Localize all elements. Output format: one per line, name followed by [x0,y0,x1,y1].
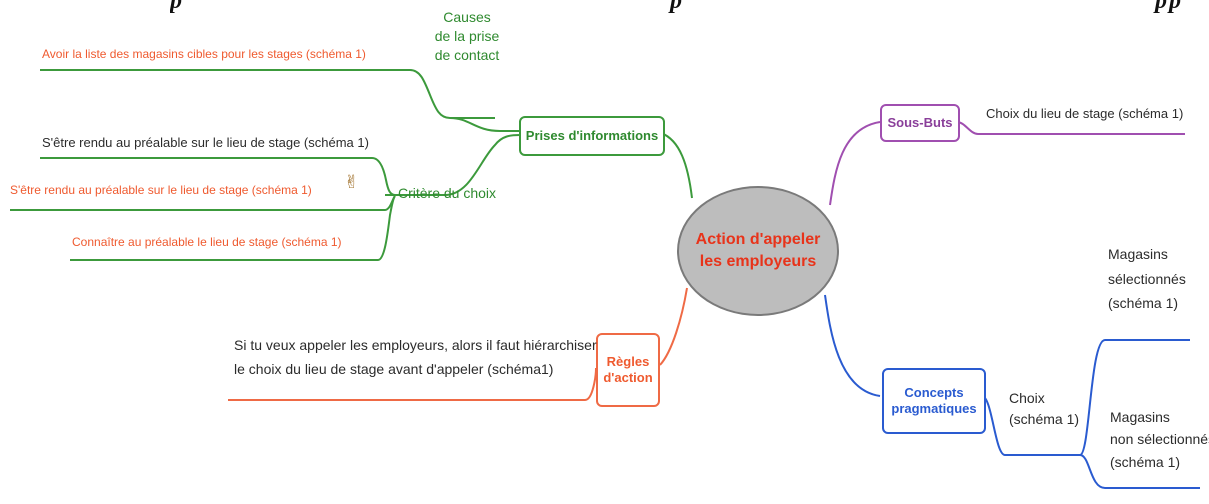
nonsel-line1: Magasins [1110,409,1170,425]
node-sous-buts[interactable]: Sous-Buts [880,104,960,142]
sel-line2: sélectionnés [1108,270,1186,287]
critere-item-3: Connaître au préalable le lieu de stage … [72,235,342,249]
node-critere-choix[interactable]: Critère du choix [398,185,497,201]
node-regles-action[interactable]: Règles d'action [596,333,660,407]
truncated-title: p p pp [170,0,1209,18]
regles-item-line1: Si tu veux appeler les employeurs, alors… [234,337,597,353]
title-fragment-left: p [170,0,184,14]
node-concepts-line1: Concepts [904,385,964,401]
node-causes-line2: de la prise [434,27,500,44]
link-choix-nonsel [1079,454,1200,489]
node-prises-label: Prises d'informations [525,128,659,144]
regles-item-line2: le choix du lieu de stage avant d'appele… [234,360,554,377]
pointing-hand-icon: ✌ [344,172,360,192]
node-causes-line3: de contact [434,46,500,63]
causes-item: Avoir la liste des magasins cibles pour … [42,47,366,61]
link-critere-prises [385,134,521,196]
node-prises-informations[interactable]: Prises d'informations [519,116,665,156]
sous-buts-item: Choix du lieu de stage (schéma 1) [986,106,1184,121]
node-choix[interactable]: Choix (schéma 1) [1009,388,1079,430]
link-regles-item [228,367,597,401]
node-choix-line1: Choix [1009,390,1045,406]
link-causes-prises [449,117,520,132]
link-critere-item1 [40,157,396,196]
title-fragment-mid: p [670,0,684,14]
link-hub-regles [659,287,688,366]
node-causes-line1: Causes [443,9,491,25]
central-node-label: Action d'appeler les employeurs [695,231,821,270]
sel-line1: Magasins [1108,246,1168,262]
node-choix-line2: (schéma 1) [1009,411,1080,427]
link-causes-item [40,69,495,119]
node-magasins-non-selectionnes[interactable]: Magasins non sélectionnés (schéma 1) [1110,406,1209,473]
link-critere-item2 [10,195,396,211]
node-concepts-pragmatiques[interactable]: Concepts pragmatiques [882,368,986,434]
node-causes[interactable]: Causes de la prise de contact [432,8,502,65]
node-sous-buts-label: Sous-Buts [887,115,953,131]
critere-item-2: S'être rendu au préalable sur le lieu de… [10,183,312,197]
link-choix-sel [1079,339,1190,456]
sel-line3: (schéma 1) [1108,295,1179,311]
node-concepts-line2: pragmatiques [891,401,977,416]
nonsel-line2: non sélectionnés [1110,431,1209,448]
link-hub-sousbuts [829,121,881,206]
regles-item: Si tu veux appeler les employeurs, alors… [234,334,597,382]
node-regles-line2: d'action [603,370,653,385]
central-node[interactable]: Action d'appeler les employeurs [677,186,839,316]
link-critere-item3 [70,195,396,261]
critere-item-1: S'être rendu au préalable sur le lieu de… [42,135,369,150]
node-magasins-selectionnes[interactable]: Magasins sélectionnés (schéma 1) [1108,242,1186,316]
link-prises-hub [660,132,693,199]
link-sousbuts-item [956,121,1185,135]
title-fragment-right: pp [1155,0,1183,14]
link-hub-concepts [824,294,881,397]
nonsel-line3: (schéma 1) [1110,453,1181,470]
node-regles-line1: Règles [606,354,650,370]
